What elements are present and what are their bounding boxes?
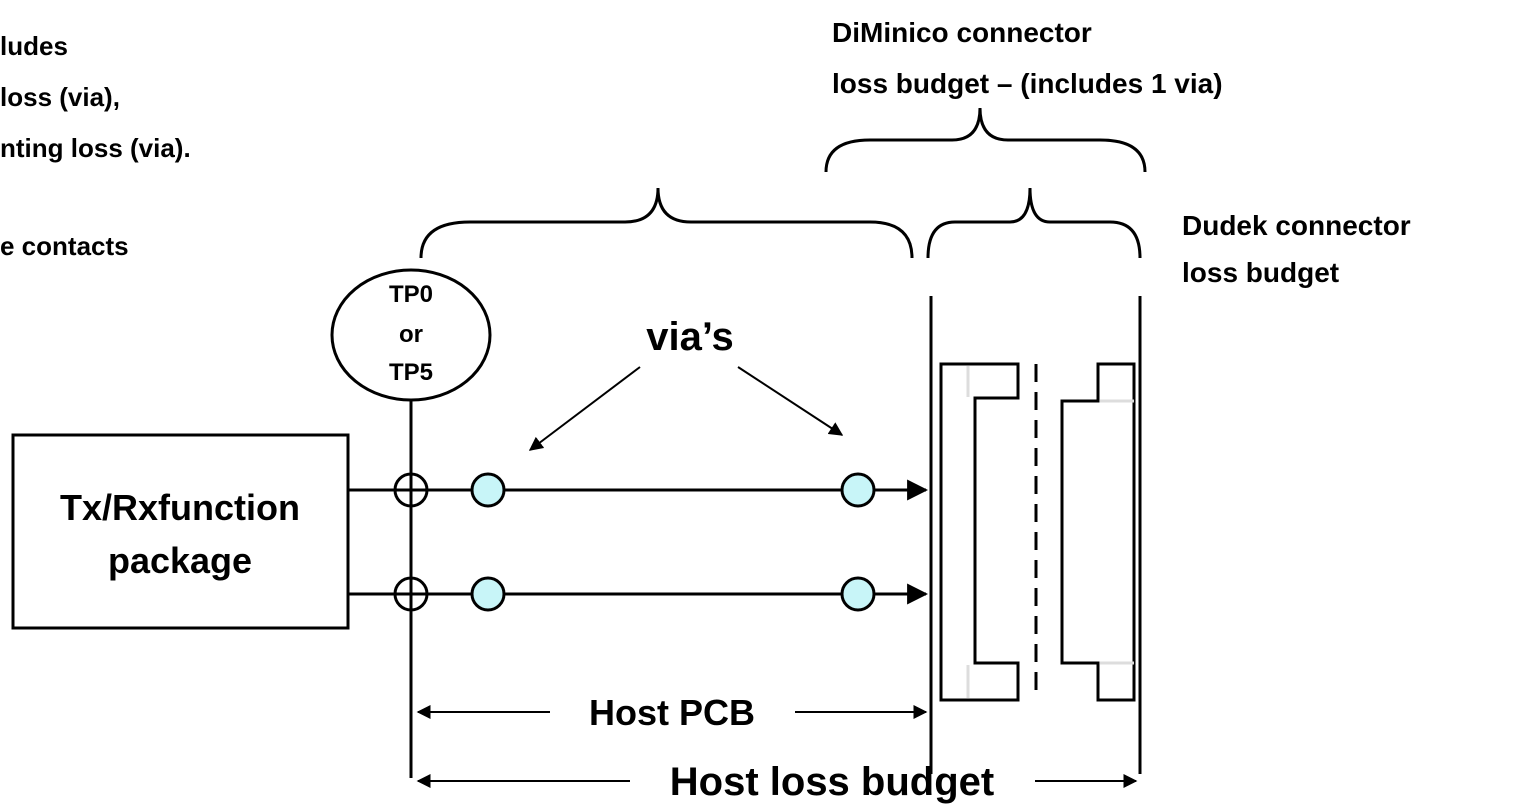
test-point-label-line-2: or (399, 321, 423, 348)
note-line-2: loss (via), (0, 82, 120, 112)
test-point-marker-upper (393, 472, 429, 508)
diminico-label-line-2: loss budget – (includes 1 via) (832, 68, 1223, 99)
dudek-brace (926, 187, 1142, 259)
dudek-label-line-1: Dudek connector (1182, 210, 1411, 241)
module-connector-body (1060, 362, 1136, 702)
via-pointer-right (737, 366, 844, 436)
test-point-label-line-1: TP0 (389, 281, 433, 308)
txrx-label-line-1: Tx/Rxfunction (60, 487, 300, 528)
diminico-label-line-1: DiMinico connector (832, 17, 1092, 48)
dudek-label-line-2: loss budget (1182, 257, 1339, 288)
note-line-1: ludes (0, 31, 68, 61)
txrx-label-line-2: package (108, 540, 252, 581)
via-upper-right (840, 472, 876, 508)
host-loss-budget-label: Host loss budget (670, 760, 994, 804)
txrx-package-box (11, 433, 350, 630)
vias-label: via’s (646, 315, 733, 359)
test-point-marker-lower (393, 576, 429, 612)
via-lower-left (470, 576, 506, 612)
test-point-label-line-3: TP5 (389, 359, 433, 386)
via-upper-left (470, 472, 506, 508)
via-lower-right (840, 576, 876, 612)
host-connector-body (939, 362, 1020, 702)
host-brace (419, 187, 914, 259)
via-pointer-left (528, 366, 641, 451)
host-pcb-label: Host PCB (589, 692, 755, 733)
note-line-4: e contacts (0, 231, 129, 261)
diminico-brace (824, 107, 1147, 173)
note-line-3: nting loss (via). (0, 133, 191, 163)
